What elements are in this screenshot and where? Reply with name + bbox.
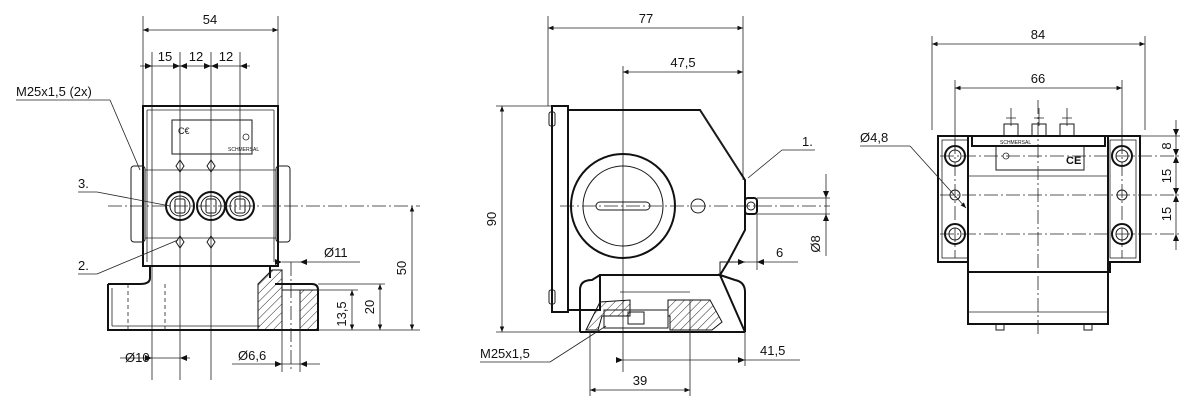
diamond-marker <box>206 235 216 249</box>
diamond-marker <box>175 159 185 173</box>
side-hole <box>690 198 706 214</box>
arrowheads <box>738 259 764 265</box>
leader <box>96 191 171 207</box>
brand-text-top: SCHMERSAL <box>1000 140 1031 146</box>
dim-39: 39 <box>633 373 647 388</box>
flange-pad-right <box>1109 139 1137 259</box>
dim-20: 20 <box>362 300 377 314</box>
dim-15-b: 15 <box>1159 207 1174 221</box>
diamond-marker <box>206 159 216 173</box>
bevel-line <box>699 109 741 173</box>
conduit-entry-left <box>130 165 146 243</box>
thread-insert-core <box>627 311 645 325</box>
dim-bore-10: Ø10 <box>125 350 150 365</box>
leader <box>96 239 179 275</box>
dim-90: 90 <box>484 212 499 226</box>
dim-bore-8: Ø8 <box>808 235 823 252</box>
actuator-pin-head <box>746 201 756 211</box>
top-label-dot <box>1002 152 1010 160</box>
dim-8: 8 <box>1159 142 1174 149</box>
section-hatch-left <box>585 299 631 331</box>
housing-outline <box>142 105 279 267</box>
dim-bore-11: Ø11 <box>324 245 348 260</box>
dim-47-5: 47,5 <box>670 55 695 70</box>
arrowheads <box>275 361 307 367</box>
arrowheads <box>1173 129 1179 241</box>
dim-12-a: 12 <box>189 49 203 64</box>
dim-13-5: 13,5 <box>334 301 349 326</box>
brand-text-front: SCHMERSAL <box>228 147 259 153</box>
conduit-entry-right <box>275 165 291 243</box>
thread-insert <box>603 309 669 329</box>
dim-15-a: 15 <box>1159 169 1174 183</box>
connector-1 <box>1003 108 1019 137</box>
neck-left <box>108 266 151 285</box>
dim-77: 77 <box>639 11 653 26</box>
top-view: 84 66 CE SCHMERSAL <box>860 27 1180 336</box>
cover-screw-top <box>548 111 556 127</box>
callout-2: 2. <box>78 258 89 273</box>
connector-2 <box>1031 108 1047 137</box>
callout-3: 3. <box>78 176 89 191</box>
dim-6: 6 <box>776 245 783 260</box>
dim-66: 66 <box>1031 71 1045 86</box>
dim-12-b: 12 <box>219 49 233 64</box>
callout-1: 1. <box>802 134 813 149</box>
side-base <box>579 273 746 333</box>
front-view: 54 15 12 12 M25x1,5 (2x) C€ SCHMERSAL <box>16 12 420 380</box>
arrowheads <box>823 191 829 221</box>
dim-54: 54 <box>203 12 217 27</box>
base-outline <box>107 283 319 331</box>
section-hatch-right <box>667 299 723 331</box>
dim-bore-4-8: Ø4,8 <box>860 130 888 145</box>
thread-label: M25x1,5 (2x) <box>16 84 92 99</box>
label-dot <box>242 133 250 141</box>
label-plate <box>171 119 253 155</box>
section-hatch <box>299 289 319 331</box>
leader <box>747 149 783 179</box>
leader <box>109 99 141 171</box>
arrowheads <box>275 259 307 265</box>
section-hatch <box>257 269 283 331</box>
actuator-pin <box>744 197 758 215</box>
dim-bore-6-6: Ø6,6 <box>238 348 266 363</box>
side-thread-label: M25x1,5 <box>480 346 530 361</box>
side-housing-outline <box>551 105 746 313</box>
top-body <box>967 135 1109 325</box>
bottom-screw-left <box>995 323 1005 331</box>
side-view: 77 47,5 90 1. Ø8 <box>480 11 830 396</box>
leader <box>549 325 607 363</box>
top-label-plate <box>995 145 1085 171</box>
dim-41-5: 41,5 <box>760 343 785 358</box>
ce-mark-front: C€ <box>178 126 190 136</box>
leader <box>909 145 967 209</box>
dim-15: 15 <box>158 49 172 64</box>
bottom-screw-right <box>1083 323 1093 331</box>
ce-mark: CE <box>1066 155 1081 167</box>
connector-3 <box>1059 108 1075 137</box>
dim-84: 84 <box>1031 27 1045 42</box>
cover-screw-bottom <box>548 289 556 305</box>
dim-50: 50 <box>394 261 409 275</box>
